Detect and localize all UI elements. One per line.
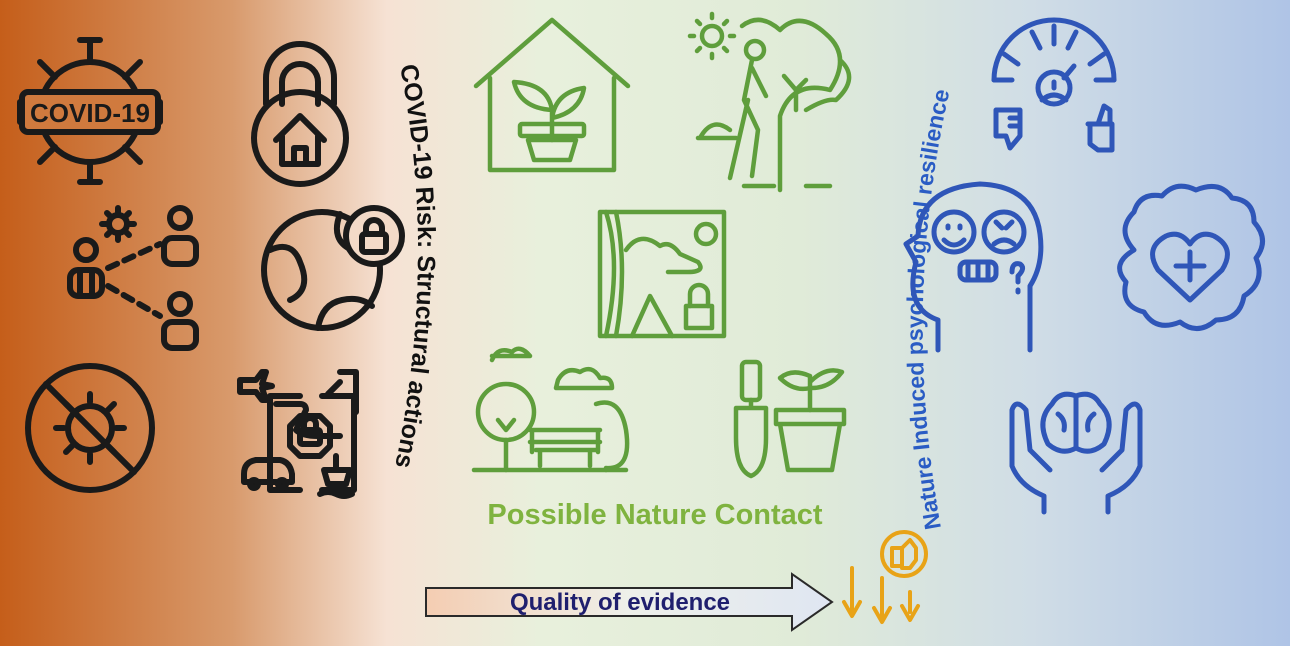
gardening-icon	[733, 359, 847, 479]
window-view-icon	[597, 209, 727, 339]
covid-badge-label: COVID-19	[30, 98, 150, 128]
globe-padlock-icon	[261, 205, 405, 331]
low-evidence-thumbs-down-icon	[842, 530, 928, 624]
virus-transmission-icon	[67, 205, 199, 351]
no-virus-icon	[25, 363, 155, 493]
hands-brain-icon	[1009, 391, 1143, 515]
covid-19-virus-icon	[17, 37, 163, 185]
bottom-margin	[0, 646, 1290, 654]
quality-arrow	[425, 572, 834, 632]
emotions-head-icon	[903, 181, 1044, 353]
outdoor-walk-icon	[687, 11, 852, 193]
nature-contact-label: Possible Nature Contact	[487, 499, 823, 531]
indoor-plant-house-icon	[473, 17, 631, 173]
heart-brain-icon	[1117, 183, 1265, 331]
travel-lockdown-icon	[237, 369, 359, 499]
quality-evidence-label: Quality of evidence	[510, 589, 730, 616]
mood-gauge-icon	[991, 17, 1117, 153]
park-bench-icon	[471, 346, 630, 473]
house-padlock-icon	[251, 41, 349, 187]
